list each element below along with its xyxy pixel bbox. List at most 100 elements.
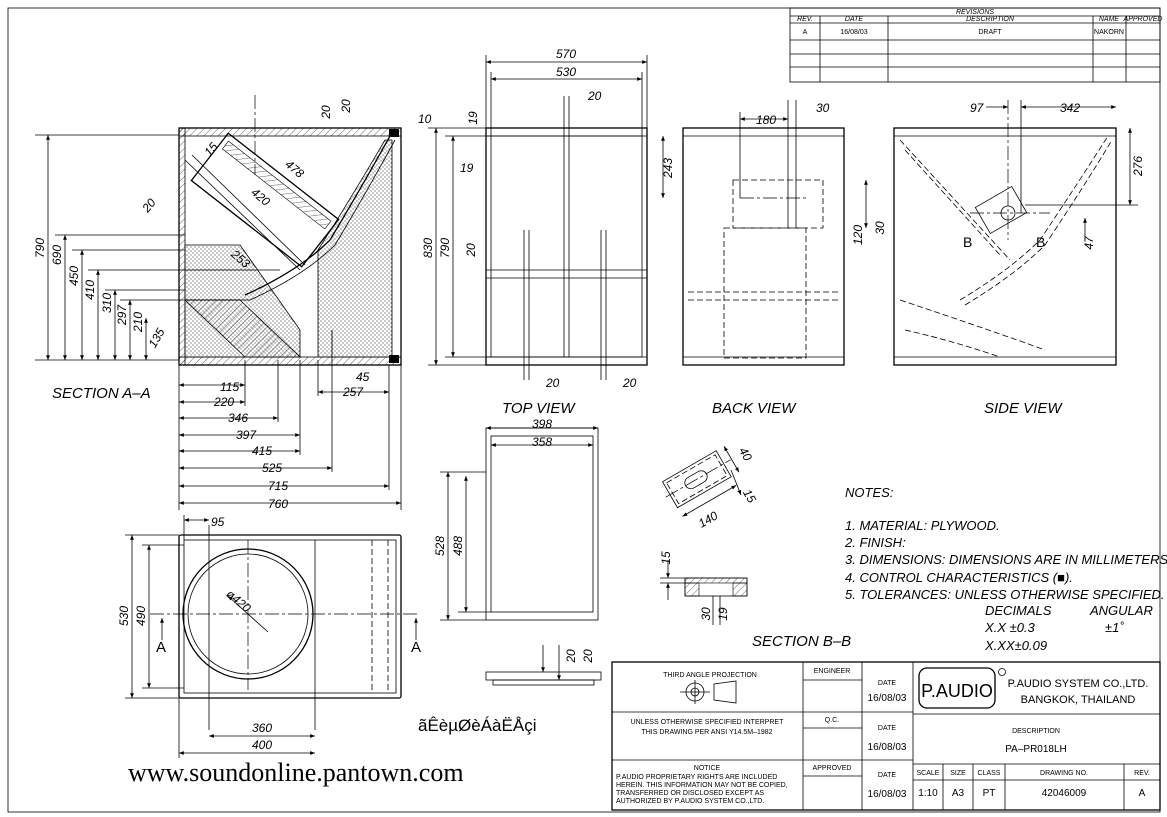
dim-420: 420 [248, 185, 273, 209]
tol-decimal-2: X.XX±0.09 [984, 638, 1047, 653]
dim-790-top: 790 [438, 238, 452, 258]
tb-company: P.AUDIO SYSTEM CO.,LTD. [1008, 678, 1149, 690]
title-block-texts: THIRD ANGLE PROJECTION UNLESS OTHERWISE … [616, 668, 1150, 805]
revisions-title: REVISIONS [956, 9, 994, 16]
rev-row-rev: A [803, 29, 808, 36]
dim-715: 715 [268, 479, 288, 493]
p-audio-logo [918, 667, 996, 709]
section-bb-dimension-texts: 15 30 19 [659, 551, 730, 621]
dim-488: 488 [451, 536, 465, 556]
tb-rev: A [1139, 788, 1146, 799]
rev-header-description: DESCRIPTION [966, 16, 1015, 23]
dim-360: 360 [252, 721, 272, 735]
tol-header-decimals: DECIMALS [985, 603, 1052, 618]
dim-397: 397 [236, 428, 257, 442]
dim-20-a: 20 [139, 196, 159, 216]
dim-10: 10 [418, 112, 432, 126]
dim-97: 97 [970, 101, 985, 115]
registered-mark-icon [998, 668, 1006, 676]
tb-notice-3: TRANSFERRED OR DISCLOSED EXCEPT AS [616, 790, 764, 797]
dim-415: 415 [252, 444, 272, 458]
dim-220: 220 [213, 395, 234, 409]
dim-47: 47 [1082, 235, 1096, 250]
tb-notice-2: HEREIN. THIS INFORMATION MAY NOT BE COPI… [616, 782, 788, 789]
notes-block: NOTES: 1. MATERIAL: PLYWOOD. 2. FINISH: … [844, 485, 1167, 653]
tb-date-2: 16/08/03 [868, 742, 907, 753]
dim-45: 45 [356, 370, 370, 384]
dim-358: 358 [532, 435, 552, 449]
dim-530-top: 530 [556, 65, 576, 79]
section-bb-label: SECTION B–B [752, 633, 851, 650]
back-view-dimension-texts: 180 30 243 120 30 [661, 101, 887, 245]
rev-row-date: 16/08/03 [840, 29, 867, 36]
sheet-border [7, 7, 1161, 813]
dim-257: 257 [342, 385, 364, 399]
back-view [661, 100, 868, 366]
front-view-dimension-texts: 95 530 490 ø420 360 400 [117, 515, 272, 752]
panel-dimension-texts: 398 358 528 488 [433, 417, 552, 556]
dim-15-bb: 15 [659, 551, 673, 565]
tb-location: BANGKOK, THAILAND [1021, 694, 1136, 706]
tb-qc: Q.C. [825, 717, 839, 724]
side-view-dimension-texts: 97 342 276 47 [970, 101, 1145, 250]
back-view-label: BACK VIEW [712, 400, 797, 417]
section-label-a-left: A [156, 639, 166, 656]
dim-15: 15 [201, 140, 221, 159]
side-view [893, 100, 1138, 366]
dim-20-base-a: 20 [564, 649, 578, 664]
rev-row-description: DRAFT [978, 29, 1002, 36]
dim-478: 478 [282, 157, 307, 181]
section-aa-view [178, 95, 402, 366]
website-url: www.soundonline.pantown.com [128, 758, 464, 787]
top-view-dimension-texts: 570 530 20 19 19 830 790 20 20 20 [421, 47, 637, 390]
dim-30-back: 30 [816, 101, 830, 115]
dim-20-top: 20 [587, 89, 602, 103]
tb-class: PT [983, 788, 996, 799]
dim-95: 95 [211, 515, 225, 529]
dim-525: 525 [262, 461, 282, 475]
tb-notice-title: NOTICE [694, 765, 721, 772]
dim-dia-420: ø420 [224, 587, 254, 616]
note-4: 4. CONTROL CHARACTERISTICS (■). [845, 570, 1073, 585]
dim-20-mid: 20 [464, 243, 478, 258]
tb-description-label: DESCRIPTION [1012, 728, 1060, 735]
top-view [428, 55, 648, 380]
section-label-b-right: B [1036, 234, 1045, 250]
dim-490-front: 490 [134, 606, 148, 626]
tb-date-3: 16/08/03 [868, 789, 907, 800]
dim-410: 410 [83, 280, 97, 300]
dim-297: 297 [115, 304, 129, 326]
tb-notice-1: P.AUDIO PROPRIETARY RIGHTS ARE INCLUDED [616, 774, 777, 781]
panel-view [440, 426, 599, 621]
section-label-a-right: A [411, 639, 421, 656]
tol-header-angular: ANGULAR [1089, 603, 1153, 618]
rev-header-date: DATE [845, 16, 863, 23]
p-audio-logo-text: P.AUDIO [921, 681, 993, 701]
dim-790: 790 [33, 238, 47, 258]
tb-engineer: ENGINEER [814, 668, 851, 675]
dim-19-a: 19 [466, 111, 480, 125]
dim-243: 243 [661, 158, 675, 179]
tb-size: A3 [952, 788, 965, 799]
dim-528: 528 [433, 536, 447, 556]
dim-346: 346 [228, 411, 248, 425]
dim-15-detail: 15 [740, 487, 759, 506]
dim-115: 115 [220, 380, 239, 394]
dim-450: 450 [67, 266, 81, 286]
dim-19-b: 19 [460, 161, 474, 175]
tol-angular: ±1˚ [1105, 620, 1124, 635]
dim-830: 830 [421, 238, 435, 258]
garbled-caption: ãÊèµØèÁàËÅçi [418, 716, 536, 735]
dim-210: 210 [131, 312, 145, 333]
detail-b [661, 446, 742, 517]
dim-310: 310 [100, 293, 114, 313]
rev-row-name: NAKORN [1094, 29, 1124, 36]
detail-b-dimension-texts: 40 15 140 [696, 445, 759, 531]
rev-header-approved: APPROVED [1123, 16, 1163, 23]
section-bb-view [660, 560, 748, 625]
tb-interpret-1: UNLESS OTHERWISE SPECIFIED INTERPRET [631, 719, 784, 726]
dim-398: 398 [532, 417, 552, 431]
note-2: 2. FINISH: [844, 535, 906, 550]
dim-530-front: 530 [117, 606, 131, 626]
title-block: P.AUDIO [611, 661, 1161, 811]
